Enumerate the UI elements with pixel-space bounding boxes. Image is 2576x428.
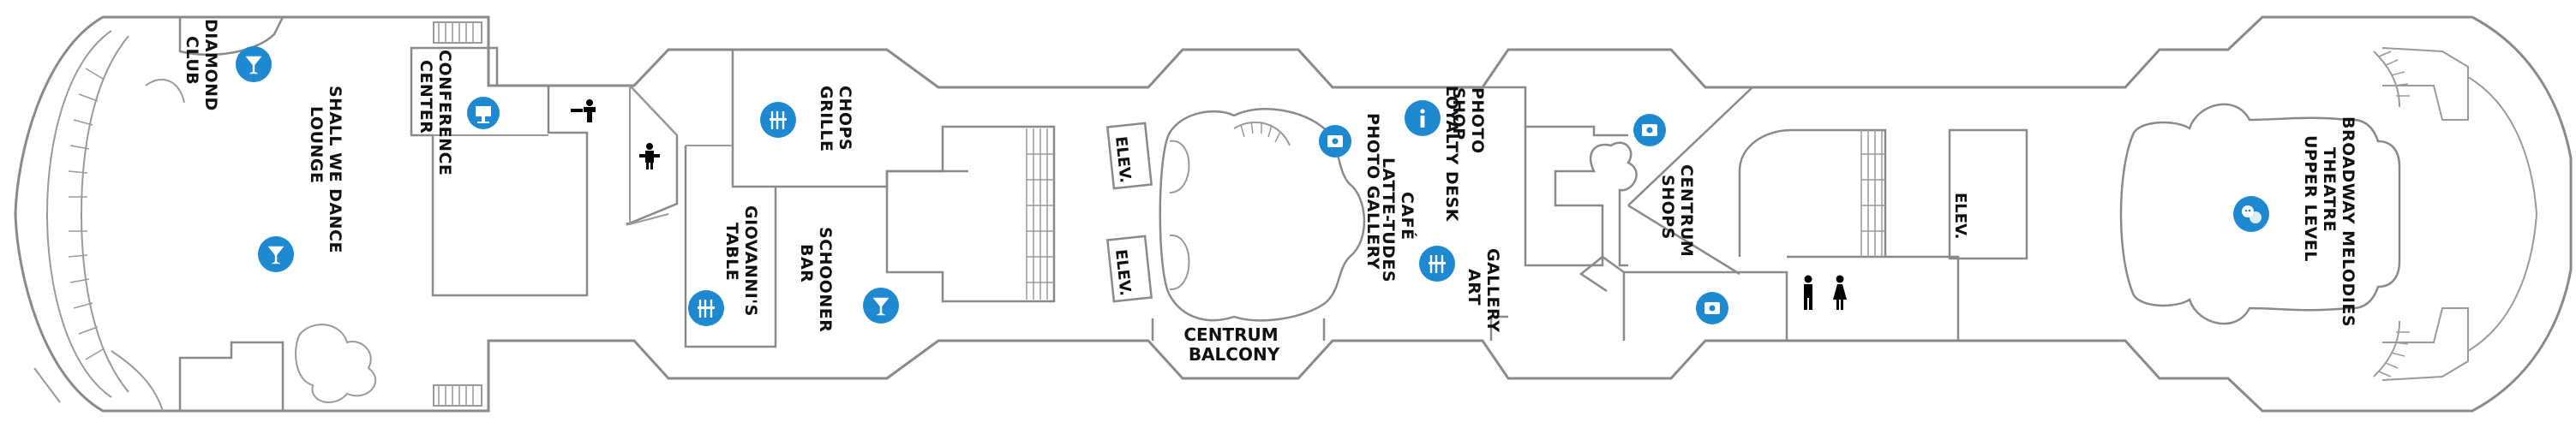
forward-elevator-label: ELEV. xyxy=(1951,193,1969,240)
photo-shop-wall xyxy=(1483,86,1628,137)
restroom-icon xyxy=(1833,275,1847,310)
cocktail-icon xyxy=(863,288,899,324)
shall-we-dance-label: SHALL WE DANCE LOUNGE xyxy=(307,86,344,259)
forward-stairwell xyxy=(1738,128,1887,257)
loyalty-desk-label: LOYALTY DESK xyxy=(1442,86,1461,223)
aft-promenade xyxy=(45,30,112,398)
giovannis-table-label: GIOVANNI'S TABLE xyxy=(722,205,760,323)
aft-stairs-bottom xyxy=(433,384,482,407)
broadway-melodies-label: BROADWAY MELODIES THEATRE UPPER LEVEL xyxy=(2301,116,2357,333)
diamond-club-wall xyxy=(178,16,285,56)
shops-lower-room xyxy=(1489,255,1626,341)
restroom-icon xyxy=(571,99,596,122)
cocktail-icon xyxy=(258,236,294,272)
aft-stairs-top xyxy=(433,21,482,44)
aft-railing-hatch xyxy=(68,68,104,360)
theatre-upper-level xyxy=(2119,103,2401,325)
centrum-balcony-label: CENTRUM BALCONY xyxy=(1183,324,1284,365)
centrum-spiral-stair xyxy=(1233,121,1291,146)
cocktail-icon xyxy=(236,46,272,82)
lounge-dance-floor xyxy=(295,324,377,403)
aft-lower-room xyxy=(178,341,285,411)
corridor-angle xyxy=(629,85,678,226)
aft-upper-stair xyxy=(33,367,61,403)
conference-center-label: CONFERENCE CENTER xyxy=(416,50,454,182)
theatre-boxes-top xyxy=(2381,47,2469,121)
conference-center-room xyxy=(410,46,589,297)
ship-hull xyxy=(14,15,2573,413)
family-restroom-icon xyxy=(639,143,660,169)
centrum-lower-room xyxy=(1151,318,1326,341)
shops-interior xyxy=(1524,127,1638,267)
centrum-shops-diagonal xyxy=(1627,86,1753,276)
giovannis-wall xyxy=(684,146,777,348)
diamond-club-curve xyxy=(145,78,185,104)
shop-icon xyxy=(1319,125,1351,158)
shop-icon xyxy=(1696,292,1728,324)
shop-icon xyxy=(1633,114,1666,146)
art-gallery-label: ART GALLERY xyxy=(1465,248,1502,332)
cafe-latte-tudes-label: CAFÉ LATTE-TUDES xyxy=(1379,158,1417,282)
theatre-stairs-bottom xyxy=(2373,320,2410,377)
info-icon xyxy=(1405,100,1441,136)
schooner-stairs xyxy=(1026,128,1054,300)
aft-promenade-inner xyxy=(80,35,129,393)
restroom-block xyxy=(1624,255,1960,341)
photo-gallery-label: PHOTO GALLERY xyxy=(1363,113,1382,270)
schooner-atrium xyxy=(885,125,1056,303)
theatre-boxes-bottom xyxy=(2381,307,2469,381)
elevator-box-bottom xyxy=(1105,235,1153,303)
centrum-balcony-outline xyxy=(1159,108,1366,322)
mid-aft-corridor xyxy=(548,84,679,226)
aft-lower-stair xyxy=(111,350,164,412)
diamond-club-label: DIAMOND CLUB xyxy=(183,19,220,117)
elevator-box-top xyxy=(1105,122,1153,190)
restaurant-icon xyxy=(760,102,796,138)
conference-icon xyxy=(467,97,500,129)
restroom-icon xyxy=(1804,275,1812,310)
forward-elevator-bank xyxy=(1948,128,2028,260)
restaurant-icon xyxy=(688,290,724,326)
forward-stairs xyxy=(1860,130,1885,257)
schooner-bar-label: SCHOONER BAR xyxy=(797,227,835,338)
theatre-stairs-top xyxy=(2373,51,2410,108)
theatre-icon xyxy=(2233,196,2269,232)
photo-shop-label: PHOTO SHOP xyxy=(1449,87,1487,160)
bow-inner-line xyxy=(2467,76,2538,352)
chops-grille-label: CHOPS GRILLE xyxy=(817,86,854,157)
restaurant-icon xyxy=(1419,246,1455,282)
centrum-shops-label: CENTRUM SHOPS xyxy=(1658,164,1696,263)
centrum-inner-glass xyxy=(1169,140,1190,291)
